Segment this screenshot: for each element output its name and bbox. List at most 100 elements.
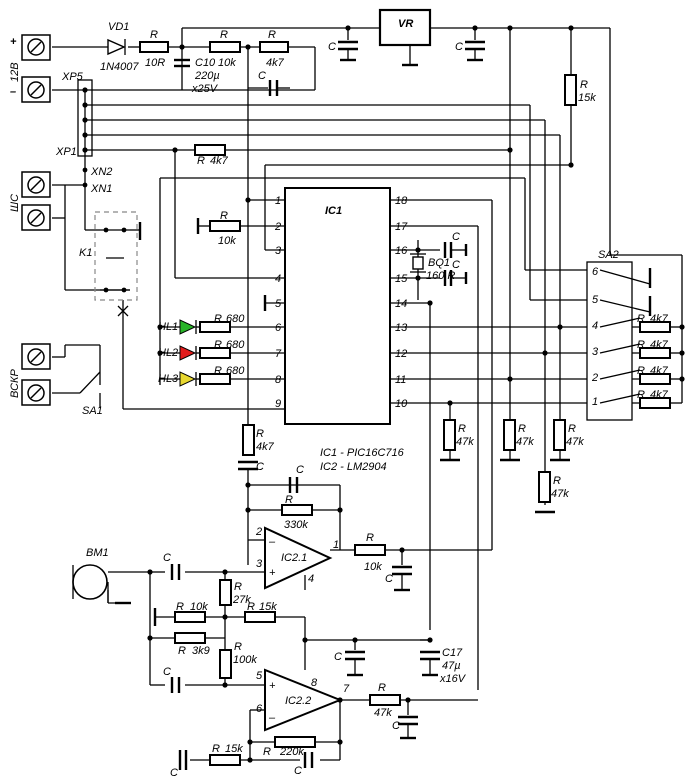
label-r-10k-pin2-val: 10k: [218, 235, 236, 247]
ic1-pin-3: 3: [275, 245, 282, 257]
label-r-10k-top-val: 10k: [218, 57, 236, 69]
regulator-vr: [378, 8, 432, 67]
label-c10-volt: x25V: [191, 83, 219, 95]
label-c17: C17: [442, 647, 463, 659]
label-r-680-3: R: [214, 365, 222, 377]
sa2-pin-5: 5: [592, 294, 599, 306]
label-c10-val: 220µ: [194, 70, 220, 82]
label-c-mid: C: [334, 651, 342, 663]
label-r-4k7-mid-val: 4k7: [210, 155, 229, 167]
ic21-pin-3: 3: [256, 558, 263, 570]
vskr-terminals: [21, 343, 51, 406]
ic1-pin-8: 8: [275, 374, 282, 386]
capacitor-c-out1: [392, 565, 412, 592]
label-r-27k: R: [234, 581, 242, 593]
ic22-minus: –: [268, 712, 276, 724]
label-r-10k-out-val: 10k: [364, 561, 382, 573]
label-xp5: XP5: [61, 71, 84, 83]
label-hl3: HL3: [158, 373, 179, 385]
label-r-10k-top: R: [220, 29, 228, 41]
led-hl1: [179, 319, 231, 335]
label-k1: K1: [79, 247, 92, 259]
label-c17-volt: x16V: [439, 673, 467, 685]
label-r-10k-b: R: [176, 601, 184, 613]
label-r-47k-b: R: [518, 423, 526, 435]
ic1-pin-5: 5: [275, 298, 282, 310]
resistor-10k-out: [354, 544, 386, 556]
switch-sa2: [586, 261, 652, 421]
label-hl1: HL1: [158, 321, 178, 333]
label-bq1-val: 160.R: [426, 270, 455, 282]
label-shs: ШС: [9, 194, 21, 212]
label-voltage: 12В: [9, 62, 21, 82]
label-r-4k7-top-val: 4k7: [266, 57, 285, 69]
label-r-10k-b-val: 10k: [190, 601, 208, 613]
label-vr: VR: [398, 18, 413, 30]
label-r-220k: R: [263, 746, 271, 758]
label-ic1: IC1: [325, 205, 342, 217]
resistor-47k-out: [369, 694, 401, 706]
capacitor-c-out2: [398, 715, 418, 740]
capacitor-vr-right: [465, 40, 485, 62]
sa2-pin-6: 6: [592, 266, 599, 278]
label-c-bottom-left: C: [170, 767, 178, 779]
ic1-pin-7: 7: [275, 348, 282, 360]
label-vskr: ВСКР: [9, 368, 21, 398]
label-vd1: VD1: [108, 21, 129, 33]
label-r-47k-out-val: 47k: [374, 707, 392, 719]
label-r-680-1-val: 680: [226, 313, 245, 325]
capacitor-c17: [420, 650, 440, 677]
ic21-plus: +: [269, 567, 276, 579]
switch-sa1: [79, 371, 101, 408]
label-plus: +: [10, 36, 17, 48]
sa2-pin-3: 3: [592, 346, 599, 358]
label-legend-2: IC2 - LM2904: [320, 461, 387, 473]
relay-k1: [94, 211, 142, 317]
ic1-pin-1: 1: [275, 195, 281, 207]
label-r-3k9: R: [178, 645, 186, 657]
label-c-fb: C: [296, 464, 304, 476]
label-c-bottom: C: [294, 765, 302, 777]
resistor-47k-d: [535, 471, 555, 514]
sa2-pin-1: 1: [592, 396, 598, 408]
label-r-4k7-1-val: 4k7: [650, 313, 669, 325]
label-sa1: SA1: [82, 405, 103, 417]
label-sa2: SA2: [598, 249, 619, 261]
label-c-out2: C: [392, 720, 400, 732]
ic21-pin-1: 1: [333, 539, 339, 551]
label-bq1: BQ1: [428, 257, 450, 269]
label-xn2: XN2: [90, 166, 112, 178]
label-c-vr-right: C: [455, 41, 463, 53]
label-r-15k-right-val: 15k: [578, 92, 596, 104]
resistor-27k: [219, 579, 232, 606]
resistor-10k-top: [209, 41, 241, 53]
ic21-pin-2: 2: [255, 526, 262, 538]
label-c-vr-left: C: [328, 41, 336, 53]
opamp-ic2-1: [264, 526, 333, 590]
label-c-mic: C: [163, 552, 171, 564]
capacitor-c-mic: [170, 564, 181, 580]
sa2-pin-2: 2: [591, 372, 598, 384]
label-r-4k7-2-val: 4k7: [650, 339, 669, 351]
ic1-pin-16: 16: [395, 245, 408, 257]
ic1-pin-11: 11: [395, 374, 406, 386]
label-c-bq-2: C: [452, 259, 460, 271]
resistor-47k-c: [550, 419, 570, 462]
label-c-low2: C: [163, 666, 171, 678]
ic1-body: [284, 187, 391, 425]
sa2-pin-4: 4: [592, 320, 598, 332]
opamp-ic2-2: [264, 668, 343, 732]
ic1-pin-13: 13: [395, 322, 408, 334]
resistor-4k7-low: [242, 424, 255, 456]
resistor-4k7-sa2-3: [639, 347, 671, 359]
label-r-4k7-low-val: 4k7: [256, 441, 275, 453]
label-ic21: IC2.1: [281, 552, 307, 564]
label-r-27k-val: 27k: [232, 594, 251, 606]
capacitor-c-fb: [288, 477, 299, 493]
ic22-pin-6: 6: [256, 703, 263, 715]
label-r-47k-b-val: 47k: [516, 436, 534, 448]
resistor-15k-right: [564, 74, 577, 106]
resistor-330k: [281, 504, 313, 516]
ic1-pin-9: 9: [275, 398, 281, 410]
label-r-680-2: R: [214, 339, 222, 351]
